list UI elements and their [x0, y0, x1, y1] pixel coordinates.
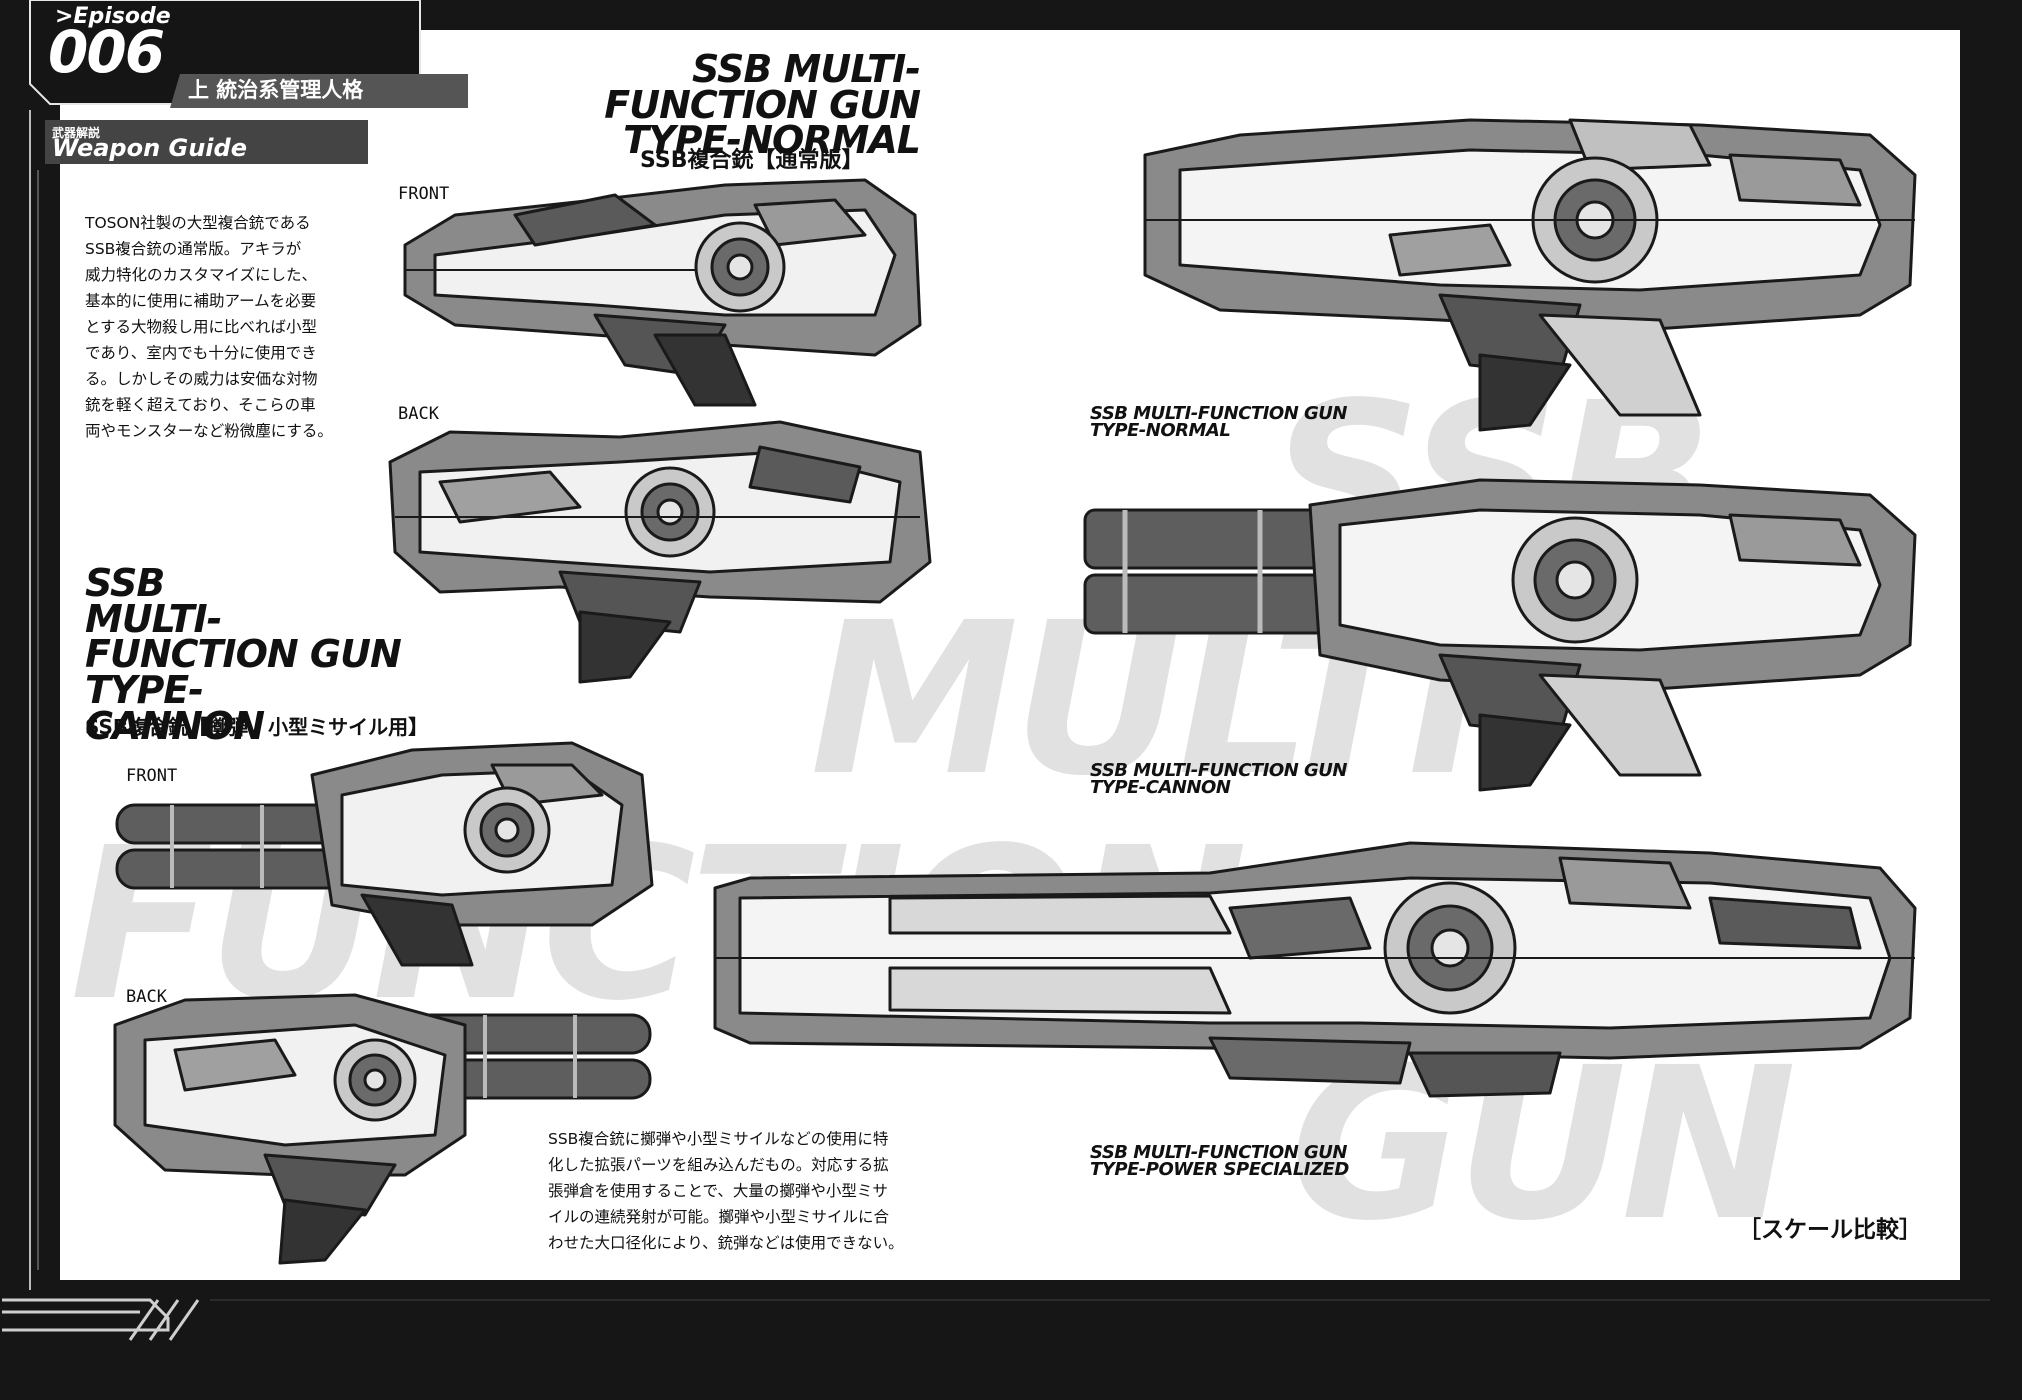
cannon-front-label: FRONT [126, 766, 178, 786]
section-kanji: 武器解説 [52, 126, 101, 140]
normal-front-illustration [403, 178, 922, 407]
cannon-front-illustration [115, 741, 654, 967]
caption-normal: SSB MULTI-FUNCTION GUN TYPE-NORMAL [1090, 403, 1348, 441]
cannon-description: SSB複合銃に擲弾や小型ミサイルなどの使用に特 化した拡張パーツを組み込んだもの… [548, 1130, 904, 1252]
normal-back-illustration [388, 420, 932, 684]
section-title: Weapon Guide [52, 134, 247, 162]
normal-subtitle: SSB複合銃【通常版】 [640, 148, 864, 173]
scale-cannon-illustration [1083, 478, 1917, 792]
scale-power-illustration [713, 841, 1917, 1098]
episode-number: 006 [48, 18, 165, 86]
cannon-title: SSB MULTI- FUNCTION GUN TYPE- CANNON [85, 561, 402, 748]
normal-back-label: BACK [398, 404, 439, 424]
cannon-back-illustration [113, 993, 652, 1265]
normal-front-label: FRONT [398, 184, 450, 204]
chapter-title: 上 統治系管理人格 [188, 78, 364, 102]
episode-label: >Episode [55, 4, 171, 29]
caption-power: SSB MULTI-FUNCTION GUN TYPE-POWER SPECIA… [1090, 1142, 1349, 1180]
caption-cannon: SSB MULTI-FUNCTION GUN TYPE-CANNON [1090, 760, 1348, 798]
normal-description: TOSON社製の大型複合銃である SSB複合銃の通常版。アキラが 威力特化のカス… [85, 214, 333, 440]
normal-title: SSB MULTI- FUNCTION GUN TYPE-NORMAL [604, 47, 921, 163]
cannon-back-label: BACK [126, 987, 167, 1007]
cannon-subtitle: SSB複合銃【擲弾・小型ミサイル用】 [85, 715, 429, 739]
scale-normal-illustration [1143, 118, 1917, 432]
scale-comparison-label: ［スケール比較］ [1738, 1217, 1922, 1243]
